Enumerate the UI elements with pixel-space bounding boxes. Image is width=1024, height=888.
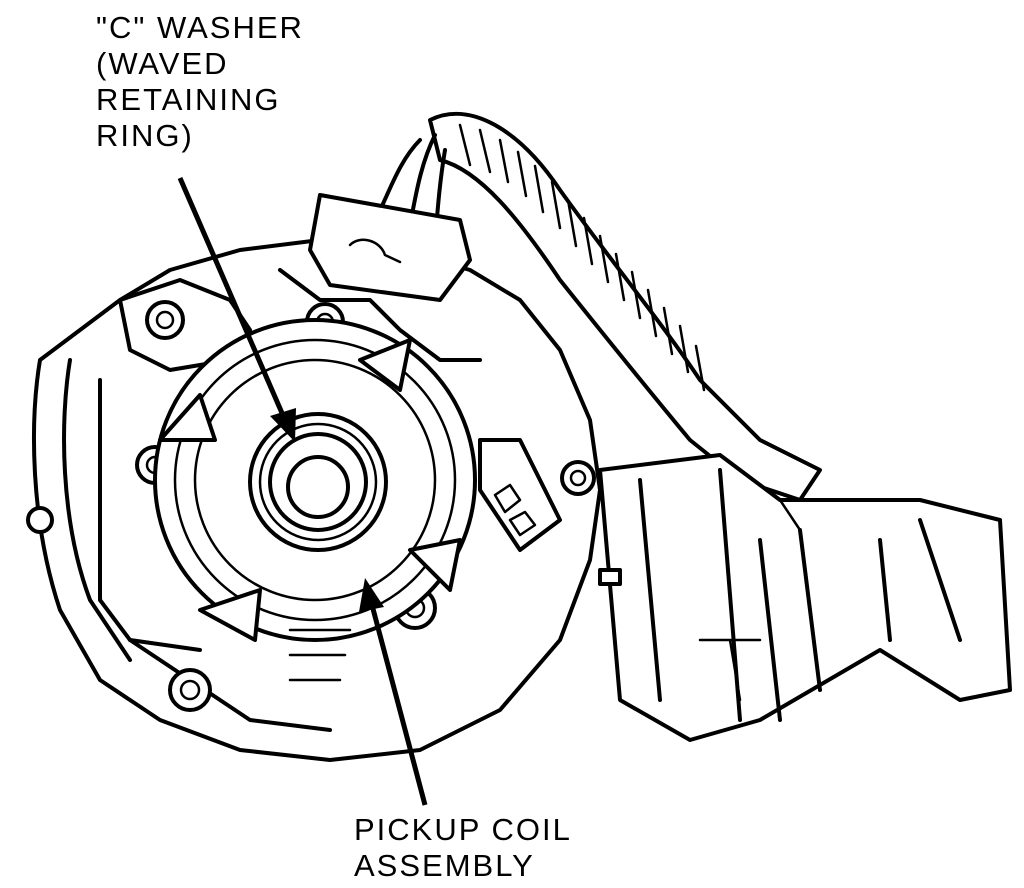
c-washer-label: "C" WASHER (WAVED RETAINING RING) [96, 10, 304, 154]
c-washer [248, 412, 388, 552]
pickup-coil-label: PICKUP COIL ASSEMBLY [354, 812, 572, 884]
bolt-bottom-left [168, 668, 212, 712]
c-washer-label-line-2: (WAVED [96, 46, 229, 81]
c-washer-label-line-4: RING) [96, 118, 194, 153]
bolt-far-left [26, 506, 54, 534]
c-washer-label-line-3: RETAINING [96, 82, 281, 117]
pickup-coil-label-line-1: PICKUP COIL [354, 812, 572, 847]
top-terminal-block [278, 193, 482, 362]
pickup-coil-leader-line [369, 604, 428, 806]
bolt-right [560, 460, 596, 496]
pickup-coil-arrowhead [359, 578, 384, 612]
leader-arrows [177, 177, 428, 806]
harness-connector [598, 453, 1012, 742]
c-washer-label-line-1: "C" WASHER [96, 10, 304, 45]
pickup-terminal [478, 438, 562, 552]
pickup-coil-label-line-2: ASSEMBLY [354, 848, 535, 883]
bolt-top-left [145, 300, 185, 340]
c-washer-arrowhead [270, 408, 296, 442]
c-washer-leader-line [177, 177, 288, 421]
wiring-harness [378, 111, 822, 502]
